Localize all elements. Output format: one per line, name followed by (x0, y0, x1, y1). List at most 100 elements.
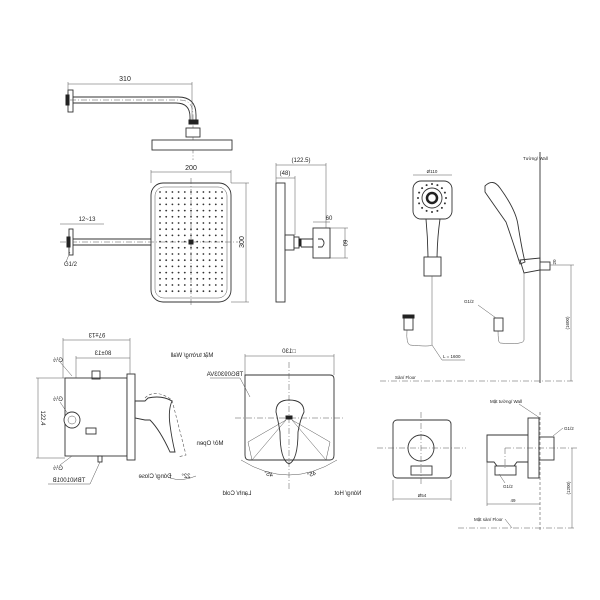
nozzle-dot (202, 209, 205, 212)
nozzle-dot (196, 253, 199, 255)
nozzle-dot (183, 191, 186, 193)
nozzle-dot (202, 246, 205, 249)
hot-label: Nóng/ Hot (334, 491, 361, 497)
bracket-size-dim: 20 (552, 259, 557, 265)
nozzle-dot (159, 197, 161, 200)
nozzle-dot (171, 253, 174, 255)
nozzle-dot (183, 253, 186, 255)
nozzle-dot (183, 246, 186, 249)
nozzle-dot (159, 290, 161, 293)
mixer-side-view: 97±13 80±13 Mặt tường/ Wall 122.4 G½ G½ … (36, 331, 223, 485)
nozzle-dot (214, 265, 217, 268)
elbow-width-dim: 60 (326, 216, 333, 222)
port-bottom-label: G½ (53, 465, 63, 472)
nozzle-dot (183, 265, 186, 268)
nozzle-dot (196, 284, 199, 286)
nozzle-dot (159, 284, 161, 286)
nozzle-dot (165, 290, 168, 293)
nozzle-dot (165, 215, 168, 218)
nozzle-dot (190, 209, 192, 212)
nozzle-dot (171, 234, 174, 237)
nozzle-dot (208, 191, 211, 193)
nozzle-dot (221, 271, 223, 274)
nozzle-dot (183, 277, 186, 280)
nozzle-dot (214, 222, 217, 224)
bracket-height-dim: (1600) (565, 316, 570, 330)
nozzle-dot (208, 277, 211, 280)
outlet-height-dim: (1200) (566, 481, 571, 495)
depth-max-dim: 97±13 (88, 331, 105, 337)
nozzle-dot (221, 246, 223, 249)
nozzle-dot (171, 271, 174, 274)
nozzle-dot (165, 234, 168, 237)
nozzle-dot (202, 271, 205, 274)
nozzle-dot (196, 191, 199, 193)
hand-nozzle-dot (443, 202, 446, 205)
hand-nozzle-dot (443, 191, 446, 194)
nozzle-dot (171, 277, 174, 280)
nozzle-dot (177, 203, 180, 206)
inlet-thread-label: G1/2 (564, 426, 574, 431)
mixer-front-view: □130 TBG09303VA 45° 45° Lạnh/ Cold Nóng/… (207, 349, 362, 497)
nozzle-dot (221, 259, 223, 262)
nozzle-dot (165, 203, 168, 206)
wall-label: Mặt tường/ Wall (171, 353, 214, 359)
nozzle-dot (159, 215, 161, 218)
nozzle-dot (214, 277, 217, 280)
nozzle-dot (202, 191, 205, 193)
nozzle-dot (214, 215, 217, 218)
nozzle-dot (214, 290, 217, 293)
nozzle-dot (171, 259, 174, 262)
nozzle-dot (214, 253, 217, 255)
nozzle-dot (183, 209, 186, 212)
shower-arm (73, 238, 151, 246)
nozzle-dot (183, 290, 186, 293)
nozzle-dot (183, 222, 186, 224)
hand-nozzle-dot (440, 187, 443, 190)
nozzle-dot (171, 265, 174, 268)
nozzle-dot (221, 228, 223, 231)
nozzle-dot (208, 246, 211, 249)
mixer-height-dim: 122.4 (39, 410, 45, 426)
nozzle-dot (183, 203, 186, 206)
outlet-nozzle (410, 465, 433, 476)
nozzle-dot (177, 259, 180, 262)
plate-model-label: TBG09303VA (207, 372, 244, 378)
hose-fitting (403, 317, 414, 331)
mixer-handle (134, 396, 176, 453)
nozzle-dot (196, 234, 199, 237)
nozzle-dot (214, 271, 217, 274)
nozzle-dot (196, 228, 199, 231)
nozzle-dot (165, 240, 168, 243)
wall-outlet: Ø54 Mặt tường/ Wall G1/2 G1/2 49 (1200) … (377, 399, 578, 530)
depth-min-dim: 80±13 (94, 351, 111, 357)
nozzle-dot (159, 222, 161, 224)
nozzle-dot (183, 228, 186, 231)
angle-right-label: 45° (306, 471, 317, 479)
nozzle-dot (208, 203, 211, 206)
arm-thread-label: G1/2 (64, 262, 78, 268)
hand-nozzle-dot (436, 184, 439, 187)
angle-left-label: 45° (263, 471, 274, 479)
nozzle-dot (221, 234, 223, 237)
thread-label: G1/2 (464, 299, 474, 304)
flange-nut (65, 94, 70, 106)
nozzle-dot (196, 271, 199, 274)
nozzle-dot (208, 240, 211, 243)
outlet-thread-label: G1/2 (503, 484, 513, 489)
nozzle-dot (196, 203, 199, 206)
holder-bracket-front (423, 256, 442, 277)
outlet-wall-label: Mặt tường/ Wall (490, 399, 522, 404)
hand-nozzle-dot (421, 187, 424, 190)
nozzle-dot (202, 234, 205, 237)
nozzle-dot (208, 228, 211, 231)
nozzle-dot (177, 222, 180, 224)
nozzle-dot (159, 277, 161, 280)
head-width-dim: 200 (185, 165, 197, 172)
rain-shower-top-view: 310 (65, 76, 233, 160)
nozzle-dot (221, 284, 223, 286)
elbow-height-dim: 60 (341, 240, 347, 247)
nozzle-dot (214, 209, 217, 212)
head-side-profile (275, 182, 286, 303)
